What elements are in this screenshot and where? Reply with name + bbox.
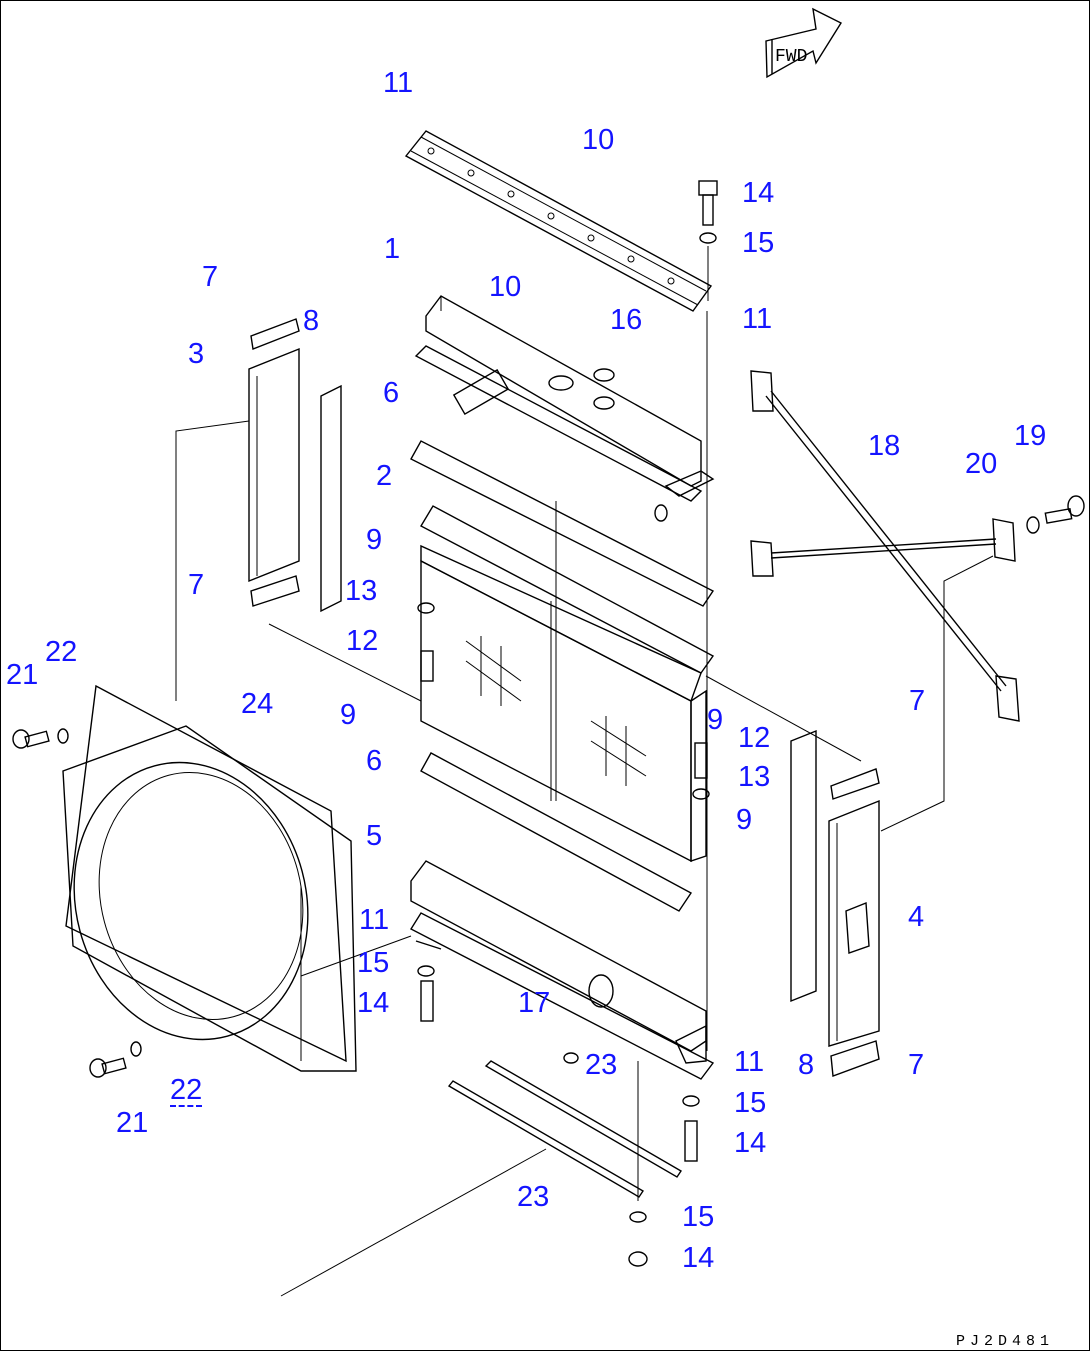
left-side-plate <box>175 318 300 701</box>
callout-3: 3 <box>188 338 205 370</box>
callout-13: 13 <box>738 761 771 793</box>
callout-23: 23 <box>585 1049 618 1081</box>
callout-23: 23 <box>517 1181 550 1213</box>
bolts-center-right <box>692 742 710 800</box>
callout-4: 4 <box>908 901 925 933</box>
callout-11: 11 <box>383 67 414 99</box>
callout-9: 9 <box>707 704 724 736</box>
callout-8: 8 <box>798 1049 815 1081</box>
callout-12: 12 <box>738 722 771 754</box>
fwd-arrow-icon: FWD <box>765 7 843 79</box>
callout-18: 18 <box>868 430 901 462</box>
callout-13: 13 <box>345 575 378 607</box>
fan-shroud <box>62 684 357 1072</box>
callout-10: 10 <box>582 124 615 156</box>
callout-11: 11 <box>359 904 390 936</box>
bottom-retainer-bars <box>447 1060 682 1198</box>
callout-7: 7 <box>202 261 219 293</box>
leader-lines <box>268 623 862 1297</box>
callout-9: 9 <box>340 699 357 731</box>
callout-7: 7 <box>908 1049 925 1081</box>
callout-5: 5 <box>366 820 383 852</box>
callout-15: 15 <box>734 1087 767 1119</box>
callout-14: 14 <box>742 177 775 209</box>
upper-gasket <box>410 345 715 607</box>
callout-11: 11 <box>742 303 773 335</box>
core-mesh-left <box>465 636 522 706</box>
shroud-bolts <box>12 728 142 1078</box>
stay-rods <box>750 370 1085 832</box>
callout-20: 20 <box>965 448 998 480</box>
callout-15: 15 <box>357 947 390 979</box>
callout-11: 11 <box>734 1046 765 1078</box>
callout-22: 22 <box>170 1074 203 1107</box>
callout-2: 2 <box>376 460 393 492</box>
callout-17: 17 <box>518 987 551 1019</box>
callout-14: 14 <box>682 1242 715 1274</box>
callout-8: 8 <box>303 305 320 337</box>
callout-9: 9 <box>736 804 753 836</box>
lower-tank <box>410 860 715 1080</box>
bolt-top <box>698 180 718 1051</box>
top-retainer-bars <box>404 130 713 312</box>
callout-9: 9 <box>366 524 383 556</box>
bolt-bottom <box>628 1061 700 1267</box>
callout-12: 12 <box>346 625 379 657</box>
callout-6: 6 <box>366 745 383 777</box>
callout-19: 19 <box>1014 420 1047 452</box>
callout-7: 7 <box>909 685 926 717</box>
callout-21: 21 <box>116 1107 149 1139</box>
drawing-code: PJ2D481 <box>956 1333 1055 1350</box>
radiator-core <box>420 501 715 912</box>
callout-24: 24 <box>241 688 274 720</box>
callout-7: 7 <box>188 569 205 601</box>
fwd-text: FWD <box>775 47 807 67</box>
upper-tank <box>425 295 715 522</box>
callout-14: 14 <box>734 1127 767 1159</box>
right-side-plate <box>828 768 880 1077</box>
callout-22: 22 <box>45 636 78 668</box>
left-seal-strip <box>320 384 342 613</box>
callout-15: 15 <box>742 227 775 259</box>
callout-15: 15 <box>682 1201 715 1233</box>
core-mesh-right <box>590 716 647 786</box>
right-seal-strip <box>790 729 817 1003</box>
callout-14: 14 <box>357 987 390 1019</box>
callout-1: 1 <box>384 233 401 265</box>
callout-21: 21 <box>6 659 39 691</box>
callout-6: 6 <box>383 377 400 409</box>
callout-10: 10 <box>489 271 522 303</box>
callout-16: 16 <box>610 304 643 336</box>
bolts-center-left <box>415 602 442 1022</box>
